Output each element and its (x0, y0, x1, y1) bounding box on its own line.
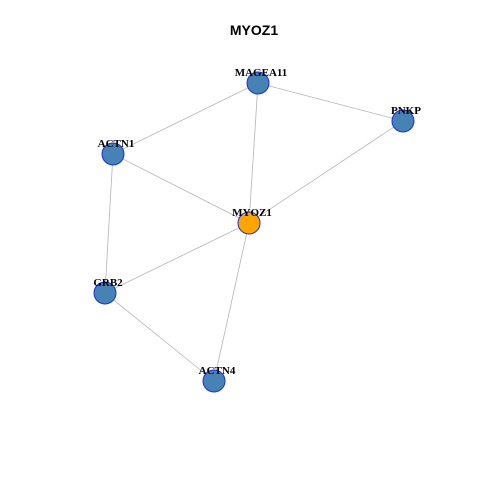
node-label-magea11: MAGEA11 (235, 67, 288, 79)
node-label-myoz1: MYOZ1 (232, 207, 272, 219)
edge-actn1-myoz1 (112, 153, 250, 224)
node-grb2: GRB2 (93, 277, 123, 305)
node-magea11: MAGEA11 (235, 67, 288, 95)
edges-layer (104, 82, 404, 382)
node-actn1: ACTN1 (98, 138, 135, 166)
edge-magea11-pnkp (257, 82, 404, 122)
node-circle-actn4 (202, 369, 226, 393)
edge-actn1-grb2 (104, 153, 114, 294)
node-label-actn4: ACTN4 (199, 365, 236, 377)
node-circle-myoz1 (237, 211, 261, 235)
node-circle-magea11 (246, 71, 270, 95)
node-pnkp: PNKP (391, 105, 421, 133)
edge-grb2-actn4 (104, 292, 215, 382)
node-circle-actn1 (101, 142, 125, 166)
edge-pnkp-myoz1 (248, 120, 404, 224)
node-label-grb2: GRB2 (93, 277, 123, 289)
node-circle-grb2 (93, 281, 117, 305)
node-label-pnkp: PNKP (391, 105, 421, 117)
node-label-actn1: ACTN1 (98, 138, 135, 150)
edge-magea11-myoz1 (248, 82, 259, 224)
edge-magea11-actn1 (112, 82, 259, 155)
node-actn4: ACTN4 (199, 365, 236, 393)
graph-title: MYOZ1 (230, 22, 278, 38)
edge-myoz1-actn4 (213, 222, 250, 382)
edge-myoz1-grb2 (104, 222, 250, 294)
node-myoz1: MYOZ1 (232, 207, 272, 235)
node-circle-pnkp (391, 109, 415, 133)
